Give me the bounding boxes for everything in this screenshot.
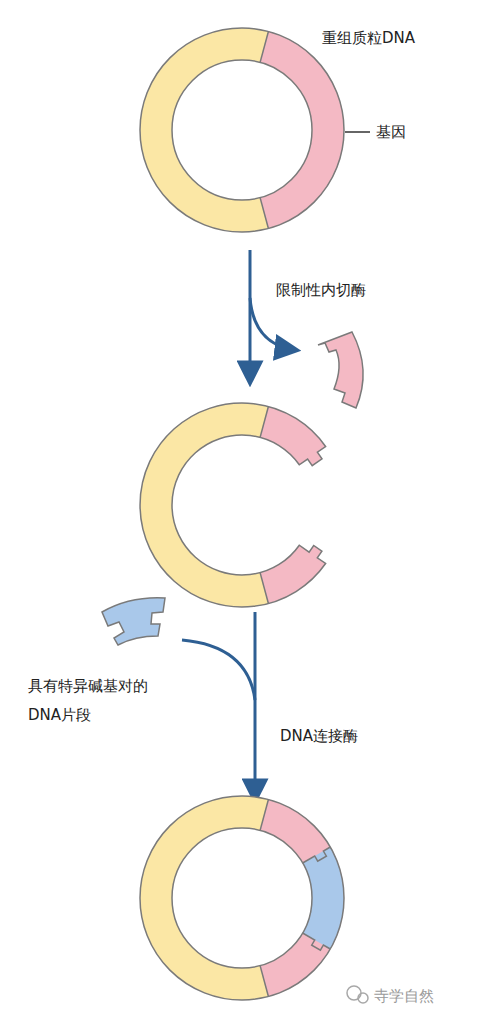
plasmid-ring [140,28,344,232]
watermark: 寺学自然 [374,982,434,1011]
enzyme-label: 限制性内切酶 [276,276,366,305]
plasmid-label: 重组质粒DNA [322,24,415,53]
process-arrow [250,250,296,382]
leader-line [345,131,370,133]
gene-label: 基因 [376,118,406,147]
new-plasmid [140,796,344,1000]
fragment-label: 具有特异碱基对的 DNA片段 [28,672,178,729]
cut-plasmid [140,403,326,607]
ligase-label: DNA连接酶 [280,722,358,751]
process-arrow [182,612,255,800]
watermark-icon [347,986,368,1003]
dna-fragment [102,598,165,645]
gene-fragment [318,332,363,408]
